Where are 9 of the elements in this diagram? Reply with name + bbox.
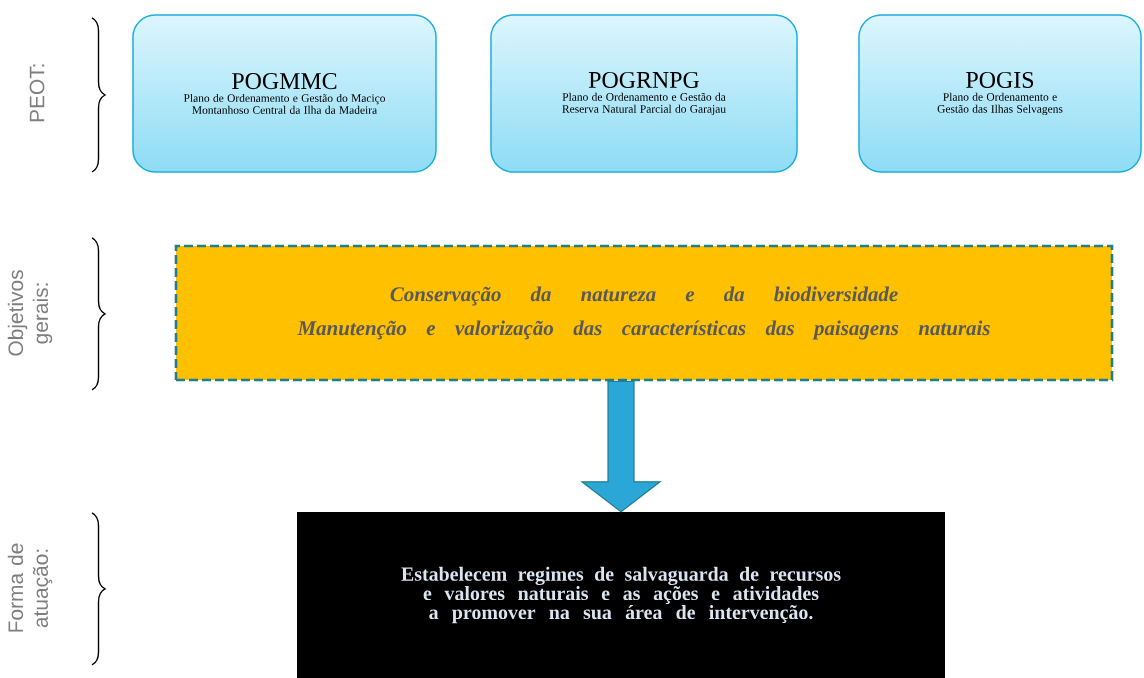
section-label: Forma de atuação: xyxy=(7,543,53,632)
section-label: Objetivos gerais: xyxy=(7,270,53,356)
section-label: PEOT: xyxy=(29,64,45,122)
plan-box: POGMMC Plano de Ordenamento e Gestão do Maciço Montanhoso Central da Ilha da Madeira xyxy=(132,14,437,173)
plan-box: POGRNPG Plano de Ordenamento e Gestão da Reserva Natural Parcial do Garajau xyxy=(490,14,798,173)
goal-box: Conservação da natureza e da biodiversidade Manutenção e valorização das características das paisagens naturais xyxy=(174,244,1114,382)
action-box: Estabelecem regimes de salvaguarda de recursos e valores naturais e as ações e atividades a promover na sua área de intervenção. xyxy=(297,512,945,678)
arrow xyxy=(580,380,662,513)
plan-box: POGIS Plano de Ordenamento e Gestão das Ilhas Selvagens xyxy=(858,14,1142,173)
